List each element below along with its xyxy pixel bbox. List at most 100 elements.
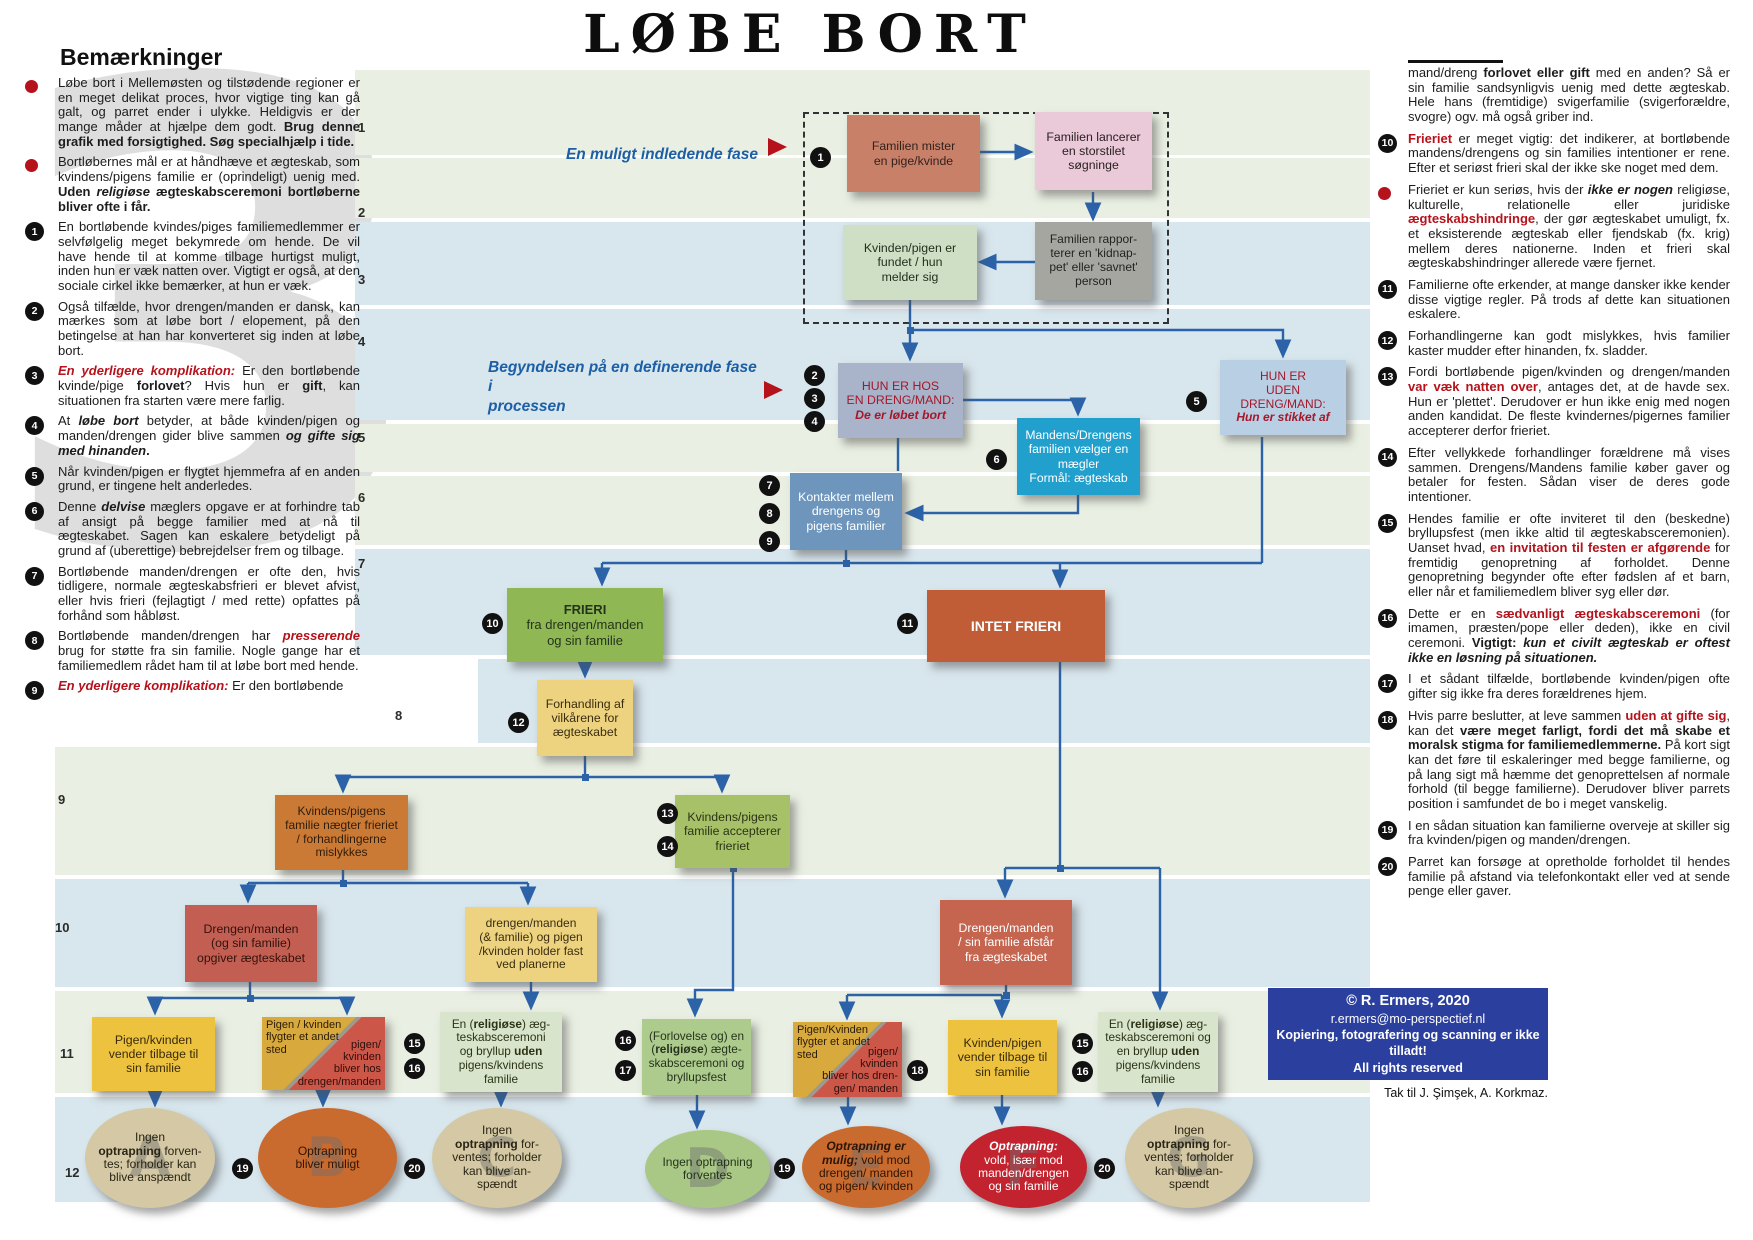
copyright-box: © R. Ermers, 2020 r.ermers@mo-perspectie… [1268, 988, 1548, 1080]
ref-marker-20: 20 [404, 1158, 425, 1179]
note-text: En yderligere komplikation: Er den bortl… [58, 363, 361, 408]
notes-heading: Bemærkninger [60, 44, 223, 70]
row-number-5: 5 [358, 430, 366, 445]
note-left-1: 1 En bortløbende kvindes/piges familiemed… [25, 219, 360, 293]
note-text: Frieriet er kun seriøs, hvis der ikke er… [1408, 181, 1730, 271]
note-number-badge: 20 [1378, 857, 1397, 876]
ref-marker-18: 18 [907, 1060, 928, 1081]
right-notes-column: mand/dreng forlovet eller gift med en an… [1378, 60, 1730, 906]
row-number-4: 4 [358, 334, 366, 349]
note-text: I en sådan situation kan familierne over… [1408, 817, 1730, 848]
note-number-badge: 17 [1378, 674, 1397, 694]
ref-marker-13: 13 [657, 803, 678, 824]
note-right-rule: mand/dreng forlovet eller gift med en an… [1378, 60, 1730, 125]
ref-marker-19: 19 [232, 1158, 253, 1179]
note-left-bullet-0: Løbe bort i Mellemøsten og tilstødende r… [25, 75, 360, 149]
note-number-badge: 5 [25, 466, 44, 486]
ref-marker-15: 15 [404, 1033, 425, 1054]
left-notes-column: Bemærkninger Løbe bort i Mellemøsten og … [25, 44, 360, 706]
ref-marker-9: 9 [759, 531, 780, 552]
note-text: Bortløbernes mål er at håndhæve et ægtes… [58, 154, 360, 214]
note-number-badge: 3 [25, 366, 44, 386]
page-title: LØBE BORT [583, 4, 1037, 65]
note-text: En yderligere komplikation: Er den bortl… [58, 678, 344, 694]
ref-marker-4: 4 [804, 411, 825, 432]
note-right-16: 16 Dette er en sædvanligt ægteskabsceremo… [1378, 605, 1730, 666]
note-right-19: 19 I en sådan situation kan familierne ov… [1378, 817, 1730, 848]
note-left-4: 4 At løbe bort betyder, at både kvinden/p… [25, 414, 360, 458]
ref-marker-17: 17 [615, 1060, 636, 1081]
note-number-badge: 1 [25, 222, 44, 242]
ref-marker-2: 2 [804, 365, 825, 386]
note-text: mand/dreng forlovet eller gift med en an… [1408, 60, 1730, 125]
row-number-3: 3 [358, 272, 366, 287]
row-number-6: 6 [358, 490, 366, 505]
note-number-badge: 4 [25, 416, 44, 436]
note-number-badge: 16 [1378, 608, 1397, 628]
oval-watermark-letter: G [1166, 1125, 1212, 1189]
row-number-12: 12 [65, 1165, 80, 1180]
note-text: Dette er en sædvanligt ægteskabsceremoni… [1408, 605, 1730, 665]
note-text: At løbe bort betyder, at både kvinden/pi… [58, 413, 360, 458]
phase-label-1: En muligt indledende fase [565, 146, 758, 163]
junction-dot [1057, 865, 1064, 872]
note-number-badge: 8 [25, 631, 44, 651]
note-number-badge: 15 [1378, 513, 1397, 533]
note-text: En bortløbende kvindes/piges familiemedl… [58, 219, 360, 293]
ref-marker-8: 8 [759, 503, 780, 524]
note-left-5: 5 Når kvinden/pigen er flygtet hjemmefra … [25, 463, 360, 494]
note-text: Når kvinden/pigen er flygtet hjemmefra a… [58, 463, 360, 494]
continuation-rule [1408, 60, 1503, 63]
bullet-dot-icon [25, 80, 38, 93]
row-number-8: 8 [395, 708, 403, 723]
note-text: Efter vellykkede forhandlinger forældren… [1408, 444, 1730, 504]
ref-marker-14: 14 [657, 836, 678, 857]
ref-marker-20: 20 [1094, 1158, 1115, 1179]
note-text: Forhandlingerne kan godt mislykkes, hvis… [1408, 328, 1730, 358]
ref-marker-16: 16 [404, 1058, 425, 1079]
bullet-dot-icon [25, 159, 38, 173]
node-familien-rapporterer: Familien rappor-terer en 'kidnap-pet' el… [1035, 222, 1152, 300]
note-text: Hendes familie er ofte inviteret til den… [1408, 510, 1730, 599]
ref-marker-16: 16 [615, 1030, 636, 1051]
row-number-7: 7 [358, 556, 366, 571]
thanks-line: Tak til J. Şimşek, A. Korkmaz. [1384, 1086, 1548, 1100]
note-number-badge: 19 [1378, 820, 1397, 840]
note-text: Løbe bort i Mellemøsten og tilstødende r… [58, 75, 360, 149]
note-text: Fordi bortløbende pigen/kvinden og dreng… [1408, 364, 1730, 439]
junction-dot [907, 327, 914, 334]
junction-dot [843, 560, 850, 567]
note-number-badge: 10 [1378, 133, 1397, 153]
note-number-badge: 9 [25, 681, 44, 701]
oval-watermark-letter: D [685, 1136, 730, 1200]
ref-marker-12: 12 [508, 712, 529, 733]
ref-marker-5: 5 [1186, 391, 1207, 412]
note-left-9: 9 En yderligere komplikation: Er den bort… [25, 678, 360, 701]
